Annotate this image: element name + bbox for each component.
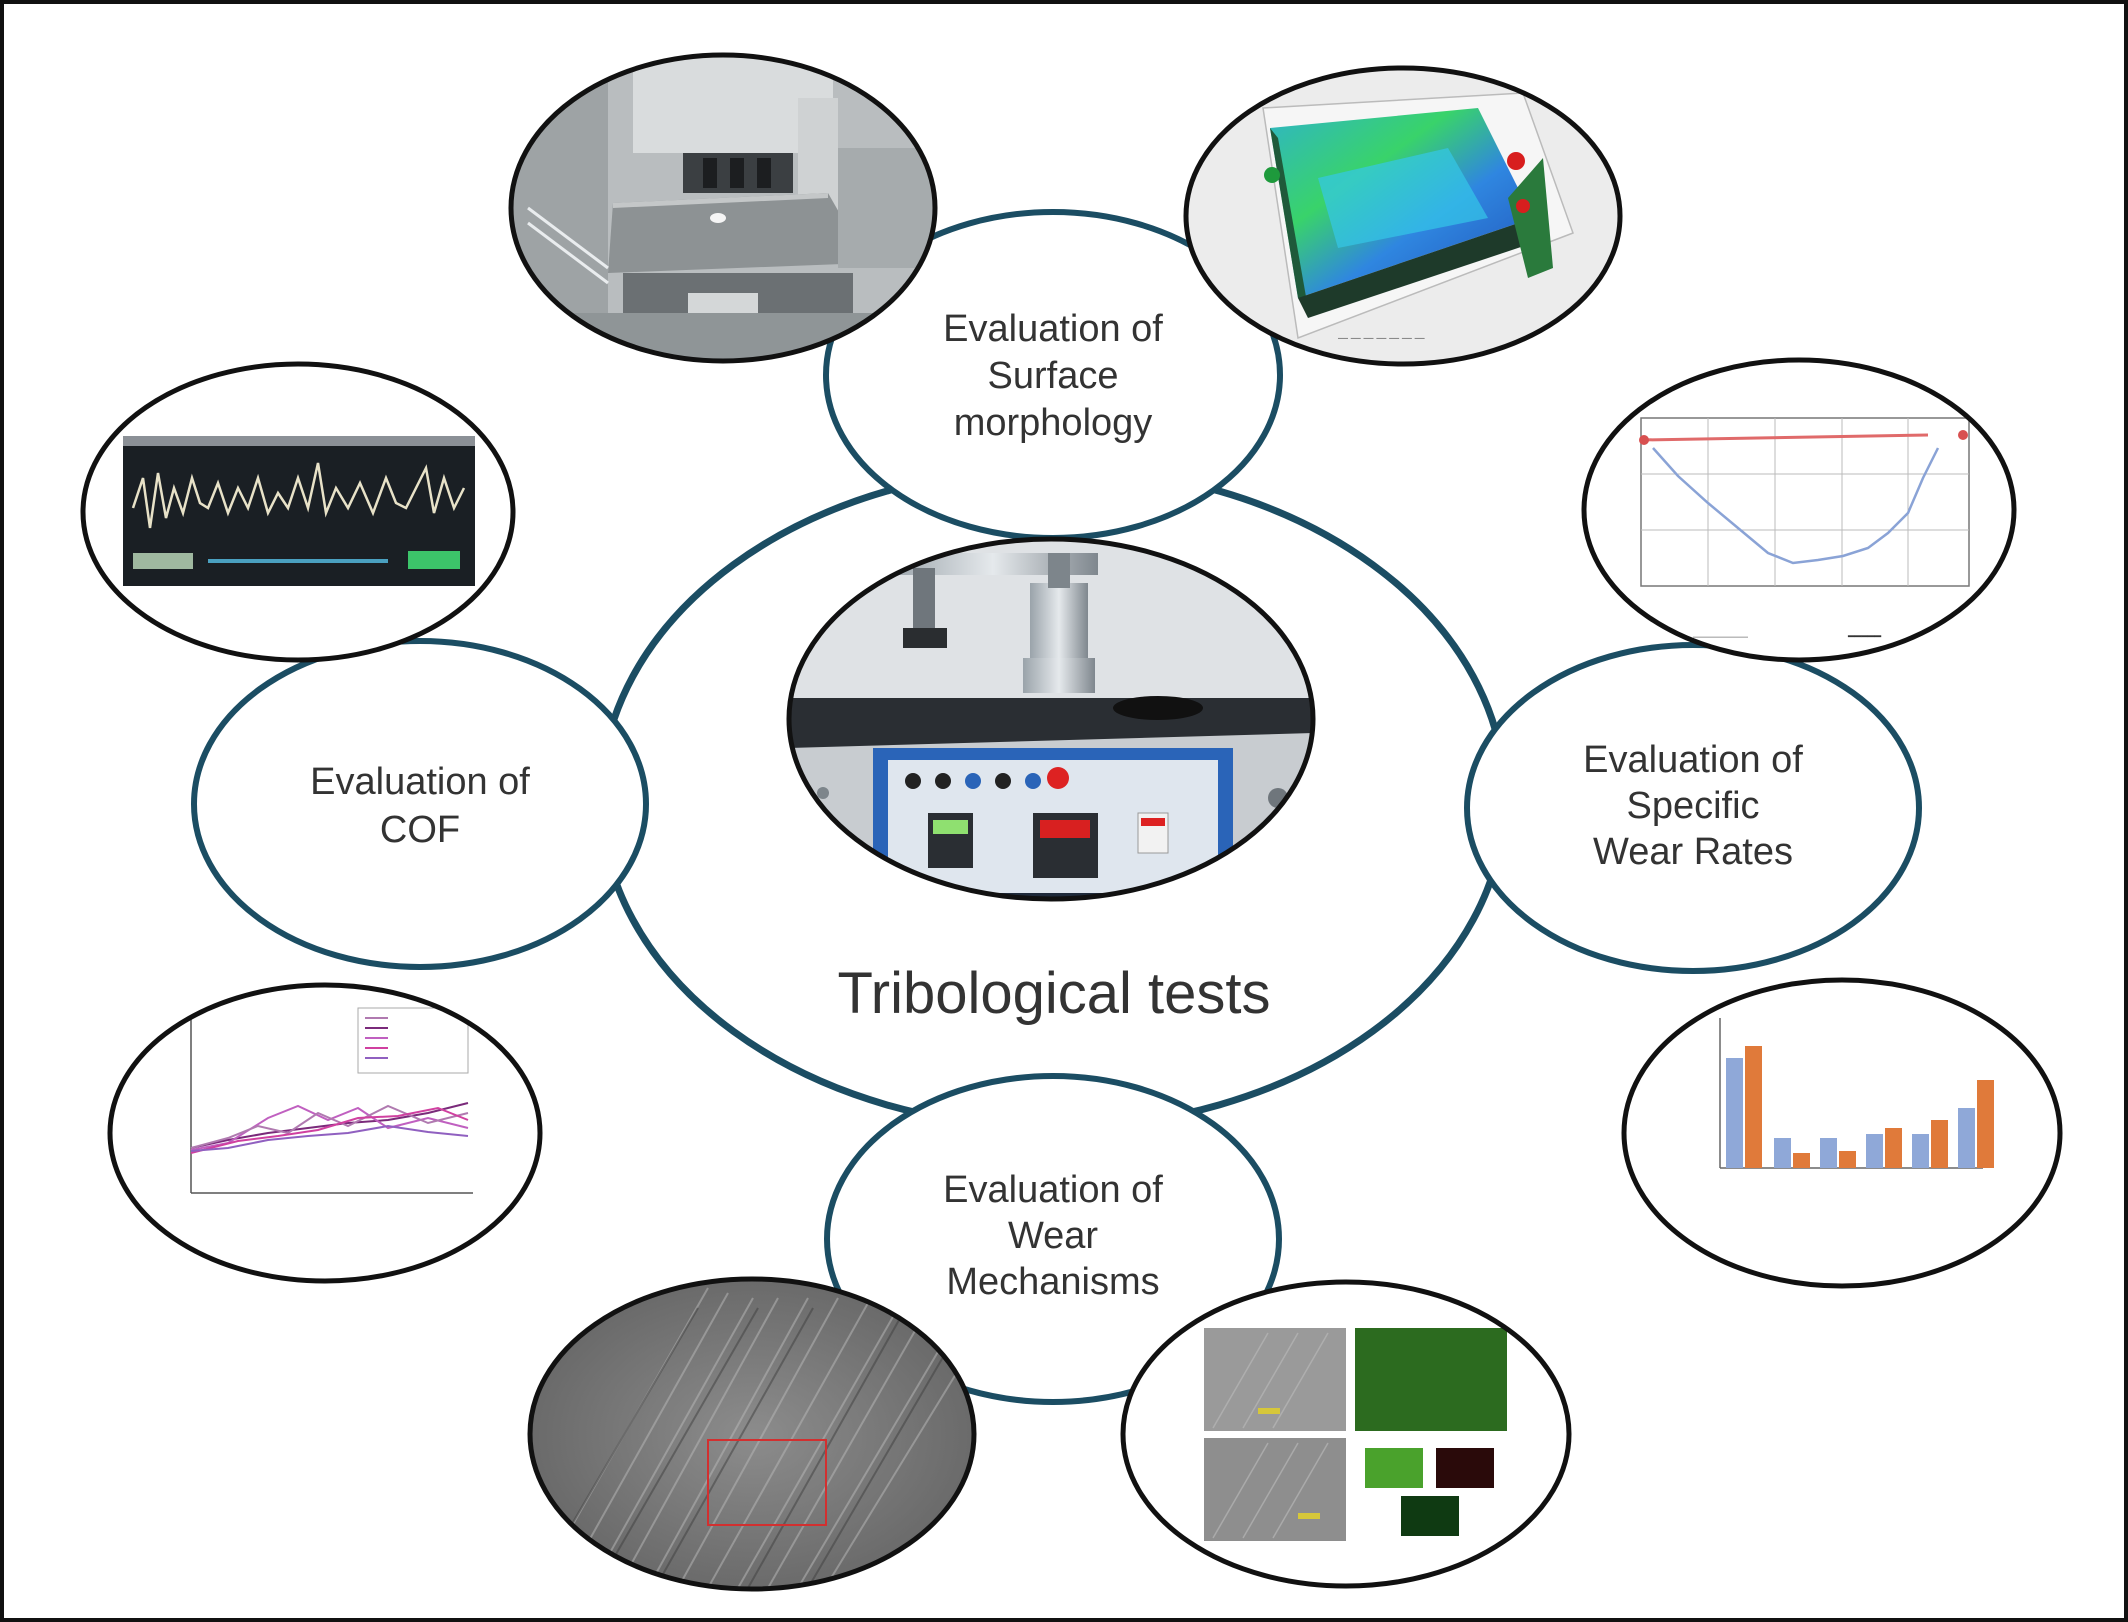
node-label-wear-rates-line1: Evaluation of (1583, 739, 1803, 781)
node-label-surface-line3: morphology (954, 402, 1153, 444)
node-label-cof-line2: COF (380, 809, 460, 851)
node-ring-wear-rates (1464, 642, 1922, 974)
3d-surface-map-icon: — — — — — — — (1183, 65, 1623, 367)
node-label-surface-line1: Evaluation of (943, 308, 1163, 350)
svg-text:— — — — — — —: — — — — — — — (1338, 333, 1425, 344)
svg-text:—————: ————— (1693, 631, 1748, 643)
wear-rate-bar-chart-icon (1621, 977, 2063, 1289)
tribology-diagram: — — — — — — — (80, 52, 2063, 1592)
node-ring-wear-mechanisms (824, 1073, 1282, 1405)
wear-track-profile-chart-icon: ————— ━━━━━ (1581, 357, 2017, 663)
node-label-wear-rates-line3: Wear Rates (1593, 831, 1793, 873)
node-ring-cof (191, 638, 649, 970)
svg-text:━━━━━: ━━━━━ (1847, 631, 1881, 643)
node-label-surface-line2: Surface (988, 355, 1119, 397)
node-label-wear-mechanisms-line2: Wear (1008, 1215, 1098, 1257)
node-label-wear-mechanisms: Evaluation of Wear Mechanisms (943, 1169, 1163, 1303)
node-label-cof: Evaluation of COF (310, 761, 530, 851)
edx-element-maps-icon (1120, 1279, 1572, 1589)
tribometer-photo-icon (786, 536, 1316, 902)
cof-vs-time-chart-icon (107, 982, 543, 1284)
node-label-wear-rates: Evaluation of Specific Wear Rates (1583, 739, 1803, 873)
cof-monitor-screen-icon (80, 361, 516, 663)
sem-worn-surface-icon (527, 1276, 977, 1592)
node-label-cof-line1: Evaluation of (310, 761, 530, 803)
center-title: Tribological tests (837, 961, 1270, 1026)
node-label-wear-rates-line2: Specific (1626, 785, 1759, 827)
node-label-wear-mechanisms-line3: Mechanisms (946, 1261, 1159, 1303)
node-label-surface: Evaluation of Surface morphology (943, 308, 1163, 444)
node-label-wear-mechanisms-line1: Evaluation of (943, 1169, 1163, 1211)
